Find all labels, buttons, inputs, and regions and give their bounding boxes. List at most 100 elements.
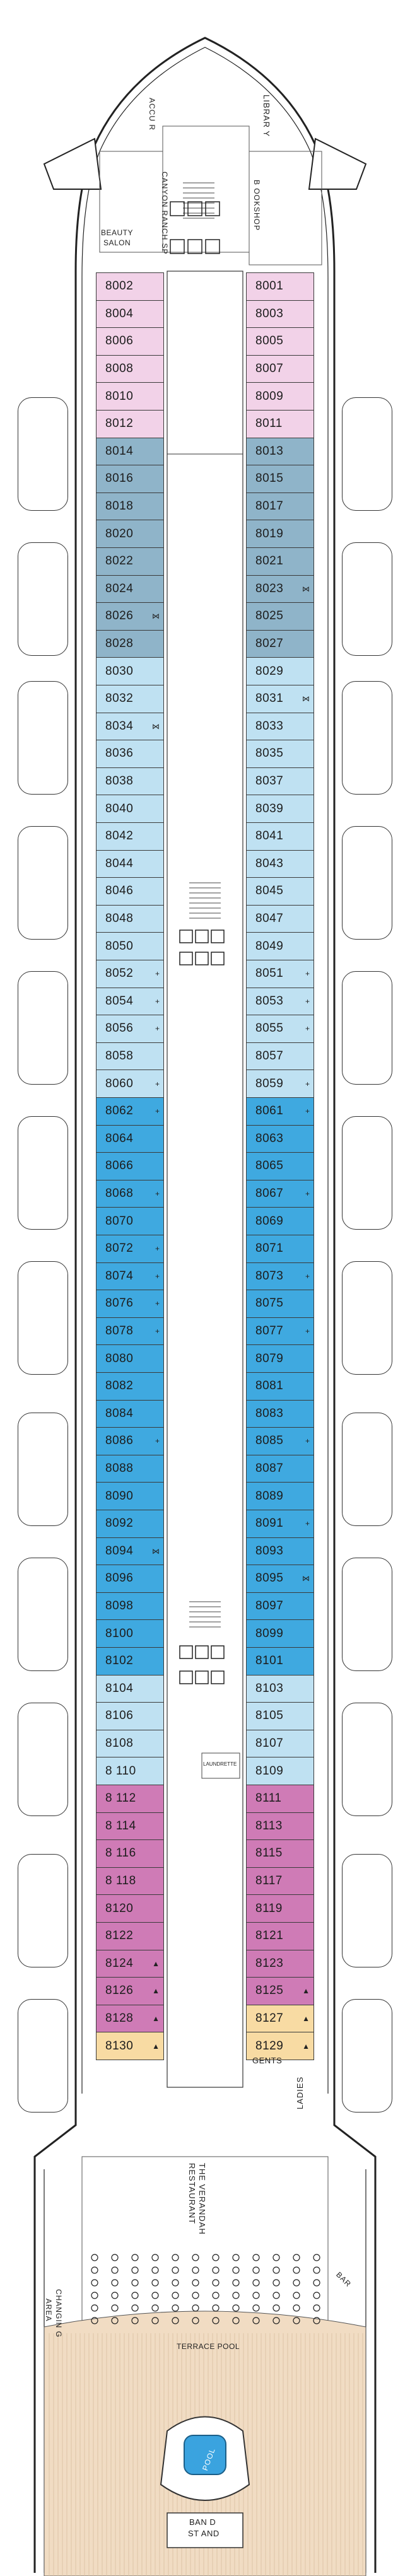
cabin-8061[interactable]: 8061+ xyxy=(246,1097,314,1126)
cabin-8093[interactable]: 8093 xyxy=(246,1537,314,1566)
cabin-8052[interactable]: 8052+ xyxy=(96,960,164,988)
cabin-8091[interactable]: 8091+ xyxy=(246,1510,314,1538)
cabin-8067[interactable]: 8067+ xyxy=(246,1179,314,1208)
cabin-8097[interactable]: 8097 xyxy=(246,1592,314,1621)
cabin-8125[interactable]: 8125▲ xyxy=(246,1977,314,2005)
cabin-8014[interactable]: 8014 xyxy=(96,437,164,466)
cabin-8072[interactable]: 8072+ xyxy=(96,1235,164,1263)
cabin-8060[interactable]: 8060+ xyxy=(96,1069,164,1098)
cabin-8087[interactable]: 8087 xyxy=(246,1454,314,1483)
cabin-8002[interactable]: 8002 xyxy=(96,272,164,301)
cabin-8041[interactable]: 8041 xyxy=(246,822,314,851)
cabin-8034[interactable]: 8034⋈ xyxy=(96,712,164,741)
cabin-8074[interactable]: 8074+ xyxy=(96,1262,164,1291)
cabin-8108[interactable]: 8108 xyxy=(96,1729,164,1758)
cabin-8111[interactable]: 8111 xyxy=(246,1785,314,1813)
cabin-8028[interactable]: 8028 xyxy=(96,629,164,658)
cabin-8113[interactable]: 8113 xyxy=(246,1812,314,1841)
cabin-8044[interactable]: 8044 xyxy=(96,849,164,878)
cabin-8024[interactable]: 8024 xyxy=(96,574,164,603)
cabin-8007[interactable]: 8007 xyxy=(246,354,314,383)
cabin-8107[interactable]: 8107 xyxy=(246,1729,314,1758)
cabin-8106[interactable]: 8106 xyxy=(96,1702,164,1730)
cabin-8084[interactable]: 8084 xyxy=(96,1399,164,1428)
cabin-8037[interactable]: 8037 xyxy=(246,767,314,796)
cabin-8053[interactable]: 8053+ xyxy=(246,987,314,1016)
cabin-8120[interactable]: 8120 xyxy=(96,1894,164,1923)
cabin-8025[interactable]: 8025 xyxy=(246,602,314,631)
cabin-8071[interactable]: 8071 xyxy=(246,1235,314,1263)
cabin-8102[interactable]: 8102 xyxy=(96,1647,164,1676)
cabin-8112[interactable]: 8 112 xyxy=(96,1785,164,1813)
cabin-8123[interactable]: 8123 xyxy=(246,1949,314,1978)
cabin-8016[interactable]: 8016 xyxy=(96,465,164,493)
cabin-8086[interactable]: 8086+ xyxy=(96,1427,164,1455)
cabin-8021[interactable]: 8021 xyxy=(246,547,314,576)
cabin-8130[interactable]: 8130▲ xyxy=(96,2032,164,2060)
cabin-8085[interactable]: 8085+ xyxy=(246,1427,314,1455)
cabin-8077[interactable]: 8077+ xyxy=(246,1317,314,1346)
cabin-8015[interactable]: 8015 xyxy=(246,465,314,493)
cabin-8050[interactable]: 8050 xyxy=(96,932,164,960)
cabin-8012[interactable]: 8012 xyxy=(96,410,164,438)
cabin-8036[interactable]: 8036 xyxy=(96,740,164,768)
cabin-8075[interactable]: 8075 xyxy=(246,1290,314,1318)
cabin-8094[interactable]: 8094⋈ xyxy=(96,1537,164,1566)
cabin-8057[interactable]: 8057 xyxy=(246,1042,314,1071)
cabin-8119[interactable]: 8119 xyxy=(246,1894,314,1923)
cabin-8004[interactable]: 8004 xyxy=(96,300,164,329)
cabin-8031[interactable]: 8031⋈ xyxy=(246,685,314,713)
cabin-8043[interactable]: 8043 xyxy=(246,849,314,878)
cabin-8018[interactable]: 8018 xyxy=(96,492,164,521)
cabin-8083[interactable]: 8083 xyxy=(246,1399,314,1428)
cabin-8056[interactable]: 8056+ xyxy=(96,1015,164,1043)
cabin-8026[interactable]: 8026⋈ xyxy=(96,602,164,631)
cabin-8013[interactable]: 8013 xyxy=(246,437,314,466)
cabin-8011[interactable]: 8011 xyxy=(246,410,314,438)
cabin-8092[interactable]: 8092 xyxy=(96,1510,164,1538)
cabin-8070[interactable]: 8070 xyxy=(96,1207,164,1235)
cabin-8089[interactable]: 8089 xyxy=(246,1482,314,1510)
cabin-8017[interactable]: 8017 xyxy=(246,492,314,521)
cabin-8117[interactable]: 8117 xyxy=(246,1867,314,1896)
cabin-8069[interactable]: 8069 xyxy=(246,1207,314,1235)
cabin-8032[interactable]: 8032 xyxy=(96,685,164,713)
cabin-8100[interactable]: 8100 xyxy=(96,1619,164,1648)
cabin-8048[interactable]: 8048 xyxy=(96,904,164,933)
cabin-8068[interactable]: 8068+ xyxy=(96,1179,164,1208)
cabin-8128[interactable]: 8128▲ xyxy=(96,2004,164,2033)
cabin-8121[interactable]: 8121 xyxy=(246,1922,314,1950)
cabin-8033[interactable]: 8033 xyxy=(246,712,314,741)
cabin-8038[interactable]: 8038 xyxy=(96,767,164,796)
cabin-8042[interactable]: 8042 xyxy=(96,822,164,851)
cabin-8009[interactable]: 8009 xyxy=(246,382,314,411)
cabin-8030[interactable]: 8030 xyxy=(96,657,164,685)
cabin-8098[interactable]: 8098 xyxy=(96,1592,164,1621)
cabin-8049[interactable]: 8049 xyxy=(246,932,314,960)
cabin-8127[interactable]: 8127▲ xyxy=(246,2004,314,2033)
cabin-8040[interactable]: 8040 xyxy=(96,795,164,823)
cabin-8027[interactable]: 8027 xyxy=(246,629,314,658)
cabin-8005[interactable]: 8005 xyxy=(246,327,314,356)
cabin-8047[interactable]: 8047 xyxy=(246,904,314,933)
cabin-8115[interactable]: 8115 xyxy=(246,1839,314,1868)
cabin-8104[interactable]: 8104 xyxy=(96,1674,164,1703)
cabin-8022[interactable]: 8022 xyxy=(96,547,164,576)
cabin-8051[interactable]: 8051+ xyxy=(246,960,314,988)
cabin-8023[interactable]: 8023⋈ xyxy=(246,574,314,603)
cabin-8073[interactable]: 8073+ xyxy=(246,1262,314,1291)
cabin-8054[interactable]: 8054+ xyxy=(96,987,164,1016)
cabin-8020[interactable]: 8020 xyxy=(96,520,164,548)
cabin-8045[interactable]: 8045 xyxy=(246,877,314,906)
cabin-8055[interactable]: 8055+ xyxy=(246,1015,314,1043)
cabin-8058[interactable]: 8058 xyxy=(96,1042,164,1071)
cabin-8080[interactable]: 8080 xyxy=(96,1344,164,1373)
cabin-8110[interactable]: 8 110 xyxy=(96,1757,164,1785)
cabin-8129[interactable]: 8129▲ xyxy=(246,2032,314,2060)
cabin-8064[interactable]: 8064 xyxy=(96,1124,164,1153)
cabin-8010[interactable]: 8010 xyxy=(96,382,164,411)
cabin-8059[interactable]: 8059+ xyxy=(246,1069,314,1098)
cabin-8103[interactable]: 8103 xyxy=(246,1674,314,1703)
cabin-8109[interactable]: 8109 xyxy=(246,1757,314,1785)
cabin-8099[interactable]: 8099 xyxy=(246,1619,314,1648)
